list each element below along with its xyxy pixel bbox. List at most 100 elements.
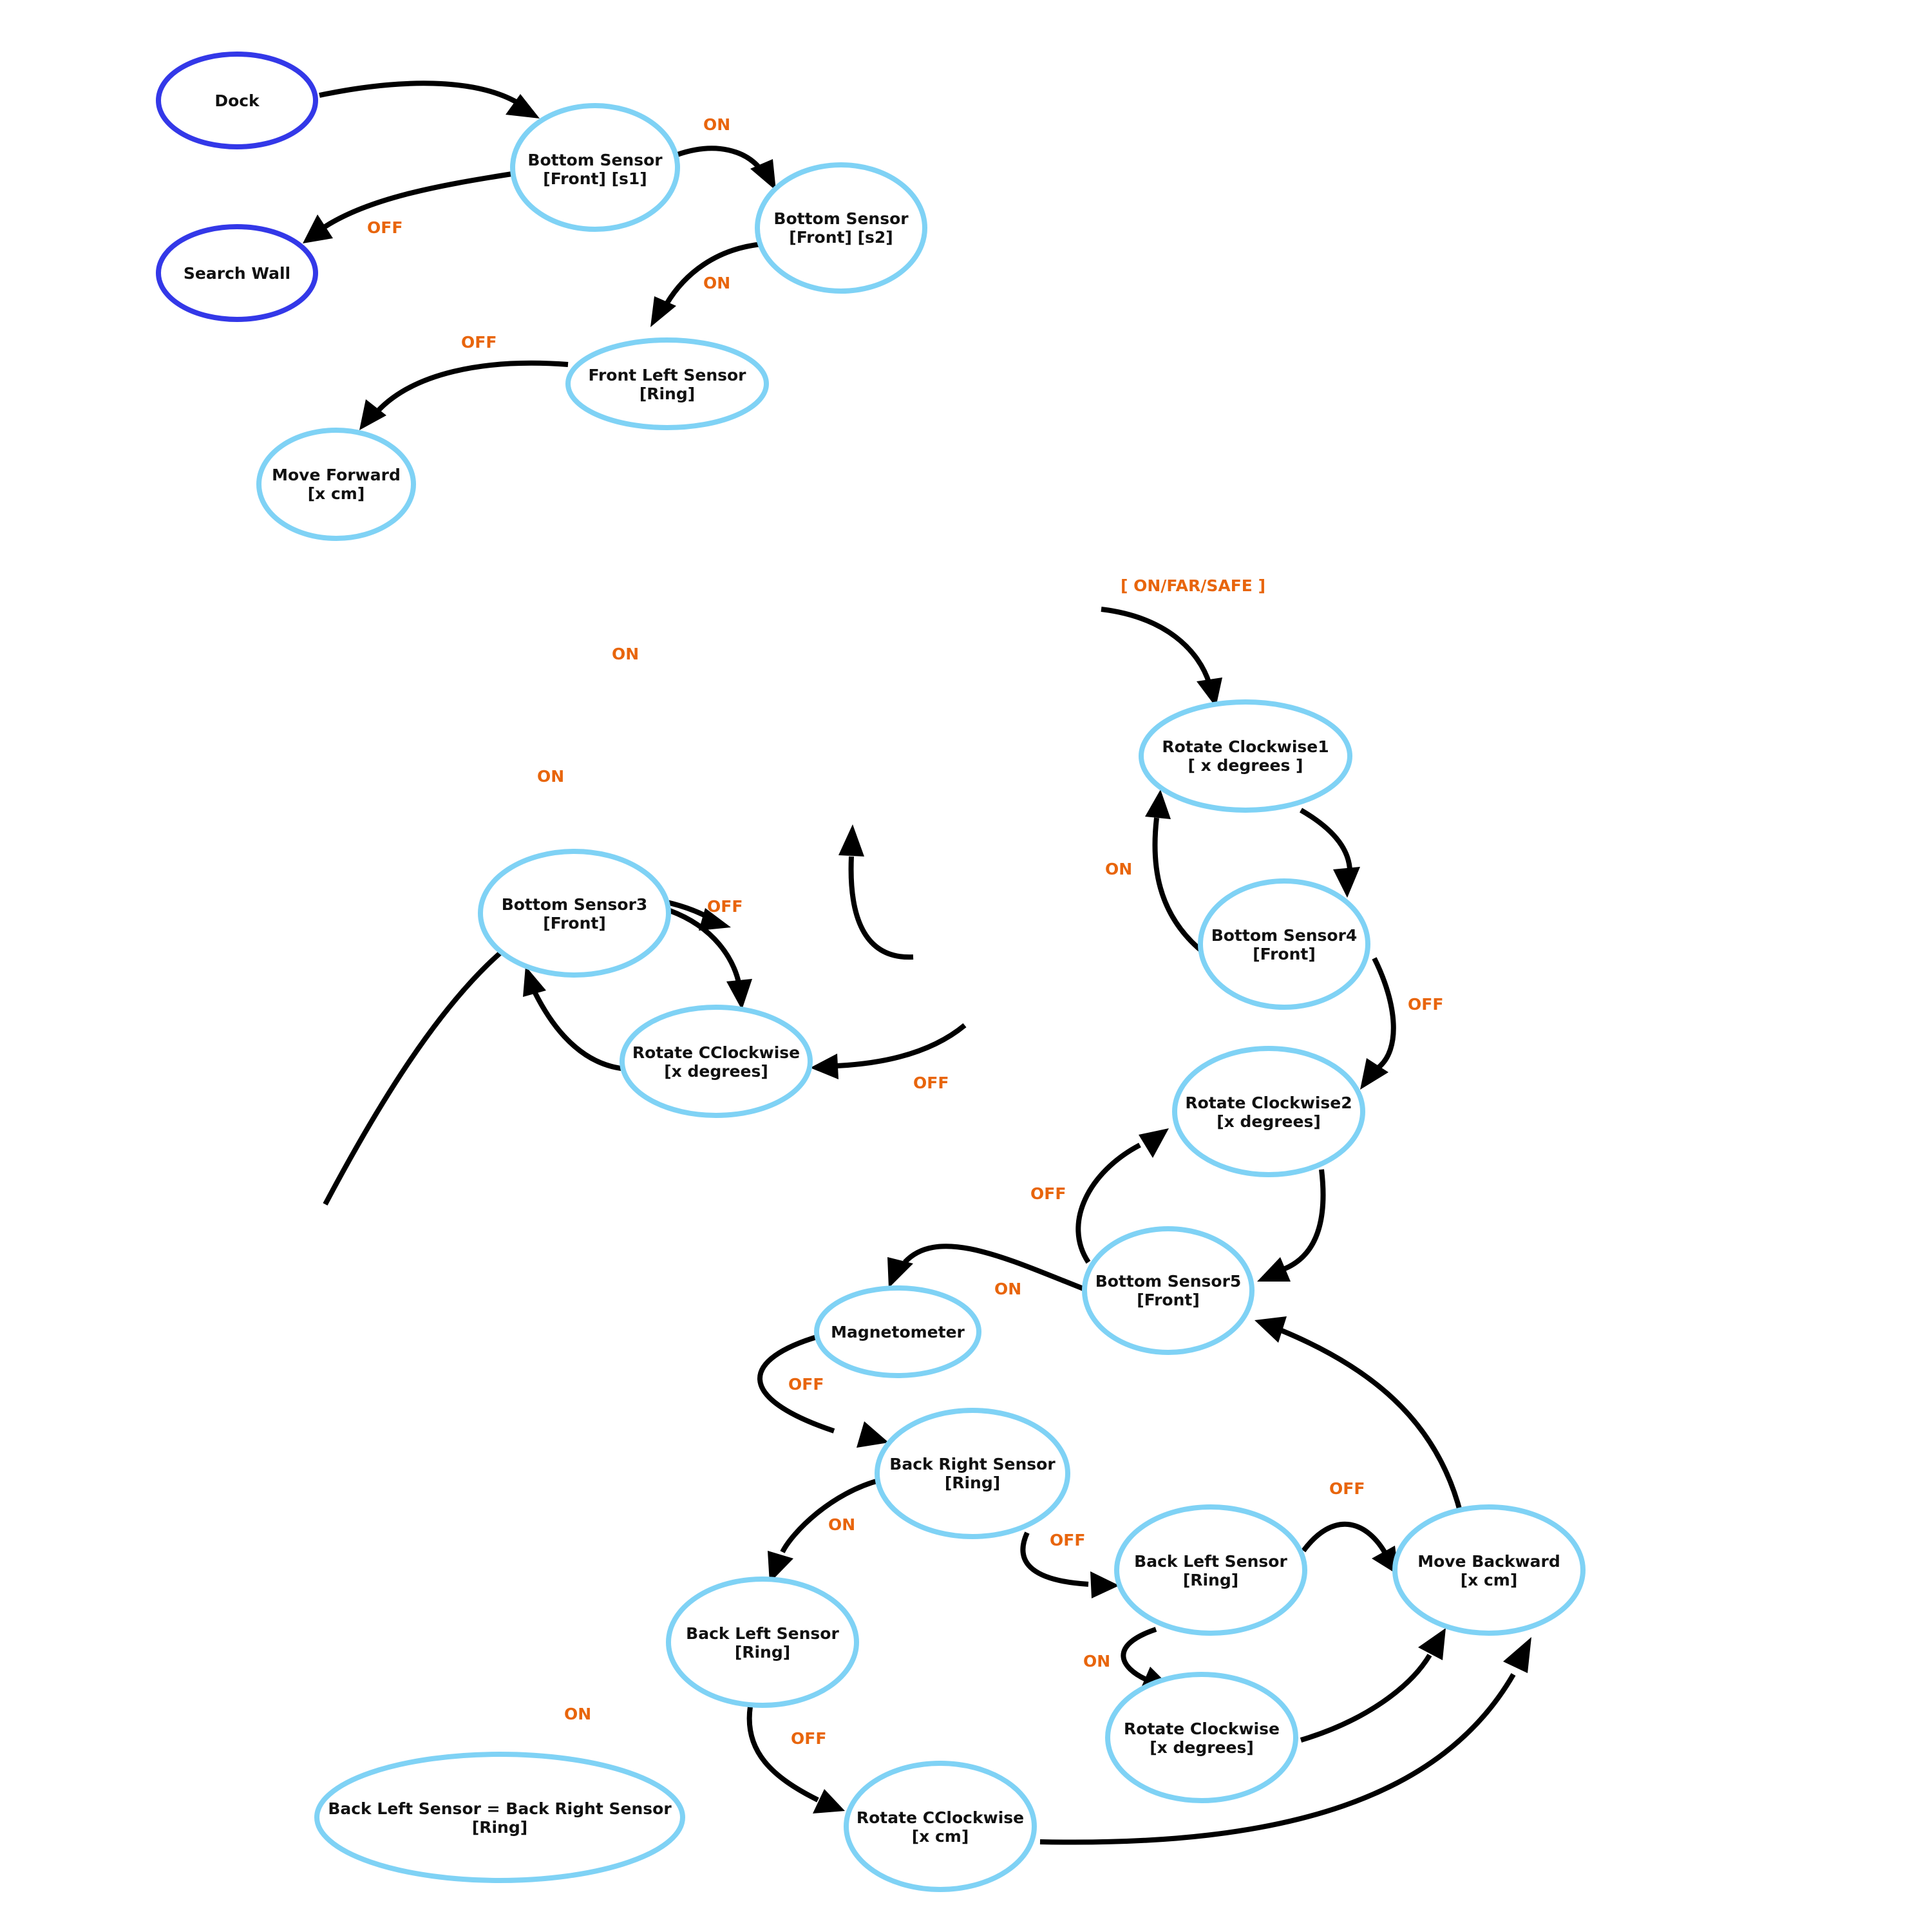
state-node-magnetometer[interactable]: Magnetometer (814, 1285, 981, 1378)
svg-text:Bottom Sensor5: Bottom Sensor5 (1095, 1272, 1242, 1291)
svg-text:[Front]: [Front] (543, 914, 606, 933)
edge-off-into-rotate-cclockwise (810, 1023, 967, 1079)
edge-magnetometer-to-back-right (757, 1333, 889, 1448)
label-on-s2-to-front-left: ON (703, 274, 730, 292)
svg-text:[Ring]: [Ring] (639, 384, 695, 403)
svg-text:[Front] [s2]: [Front] [s2] (789, 228, 893, 247)
edge-rotate-cclockwise-to-bottom-sensor3 (523, 966, 629, 1072)
edge-labels: ON OFF ON OFF [ ON/FAR/SAFE ] ON ON ON O… (367, 115, 1443, 1748)
label-on-back-right-to-back-left: ON (828, 1515, 855, 1534)
label-on-floating-3: ON (564, 1705, 591, 1723)
state-node-bottom-sensor-s1[interactable]: Bottom Sensor [Front] [s1] (510, 103, 680, 232)
state-node-rotate-clockwise-degrees[interactable]: Rotate Clockwise [x degrees] (1105, 1672, 1298, 1803)
svg-text:[Front]: [Front] (1137, 1291, 1200, 1309)
label-on-back-left-to-rotate-clockwise: ON (1083, 1652, 1110, 1671)
svg-text:Back Left Sensor: Back Left Sensor (686, 1624, 839, 1643)
svg-text:Rotate CClockwise: Rotate CClockwise (857, 1808, 1024, 1827)
state-node-bottom-sensor-s2[interactable]: Bottom Sensor [Front] [s2] (755, 162, 927, 294)
state-node-back-left-equals-back-right[interactable]: Back Left Sensor = Back Right Sensor [Ri… (314, 1752, 685, 1883)
edge-back-right-to-back-left-b (1020, 1531, 1119, 1598)
svg-text:Move Forward: Move Forward (272, 466, 401, 484)
edge-bottom-sensor-s1-to-s2 (676, 146, 776, 191)
edge-bottom-sensor-s2-to-front-left (650, 241, 772, 327)
state-node-move-backward[interactable]: Move Backward [x cm] (1392, 1504, 1586, 1636)
label-on-s1-to-s2: ON (703, 115, 730, 134)
state-node-rotate-cclockwise-degrees[interactable]: Rotate CClockwise [x degrees] (620, 1005, 813, 1118)
svg-text:Bottom Sensor3: Bottom Sensor3 (502, 895, 648, 914)
state-node-move-forward[interactable]: Move Forward [x cm] (256, 428, 416, 541)
state-node-rotate-clockwise1[interactable]: Rotate Clockwise1 [ x degrees ] (1139, 699, 1352, 813)
edge-bottom-sensor4-to-rotate-clockwise1 (1145, 790, 1206, 956)
svg-text:Rotate CClockwise: Rotate CClockwise (632, 1043, 800, 1062)
label-on-bottom-sensor5-to-magnetometer: ON (994, 1280, 1021, 1298)
label-off-bottom-sensor3: OFF (707, 897, 743, 916)
svg-text:Bottom Sensor: Bottom Sensor (527, 151, 663, 169)
state-node-front-left-sensor[interactable]: Front Left Sensor [Ring] (565, 337, 769, 430)
svg-text:[Front] [s1]: [Front] [s1] (543, 169, 647, 188)
svg-text:Rotate Clockwise1: Rotate Clockwise1 (1162, 737, 1329, 756)
svg-text:Rotate Clockwise2: Rotate Clockwise2 (1185, 1094, 1352, 1112)
edge-front-left-to-move-forward (359, 360, 569, 430)
edge-bottom-sensor-s1-to-search-wall (303, 171, 513, 243)
label-on-floating-1: ON (612, 645, 639, 663)
edge-back-left-b-to-move-backward (1301, 1522, 1399, 1575)
label-off-magnetometer-to-back-right: OFF (788, 1375, 824, 1394)
edge-dangling-upward (838, 824, 914, 960)
state-node-bottom-sensor3[interactable]: Bottom Sensor3 [Front] (478, 849, 671, 978)
label-on-bottom-sensor4-to-rotate-clockwise1: ON (1105, 860, 1132, 878)
edge-rotate-cclockwise-cm-to-move-backward (1039, 1637, 1531, 1845)
label-off-back-left-to-rotate-cclockwise: OFF (791, 1729, 826, 1748)
state-node-rotate-clockwise2[interactable]: Rotate Clockwise2 [x degrees] (1172, 1046, 1365, 1177)
edge-rotate-clockwise1-to-bottom-sensor4 (1300, 808, 1360, 898)
state-node-back-right-sensor[interactable]: Back Right Sensor [Ring] (875, 1408, 1070, 1539)
edges (303, 80, 1531, 1845)
edge-dock-to-bottom-sensor-s1 (319, 80, 540, 118)
label-off-s1-to-search-wall: OFF (367, 218, 402, 237)
svg-text:[x cm]: [x cm] (912, 1827, 969, 1846)
svg-text:[Ring]: [Ring] (945, 1473, 1000, 1492)
svg-text:[x degrees]: [x degrees] (664, 1062, 768, 1081)
state-node-bottom-sensor4[interactable]: Bottom Sensor4 [Front] (1198, 878, 1370, 1010)
label-on-far-safe: [ ON/FAR/SAFE ] (1121, 576, 1265, 595)
label-off-bottom-sensor4-to-rotate-clockwise2: OFF (1408, 995, 1443, 1014)
edge-bottom-sensor5-to-magnetometer (887, 1244, 1096, 1296)
svg-text:[Ring]: [Ring] (472, 1818, 527, 1837)
edge-rotate-clockwise2-to-bottom-sensor5 (1257, 1169, 1326, 1282)
edge-bottom-sensor4-to-rotate-clockwise2 (1360, 957, 1396, 1090)
svg-text:[x cm]: [x cm] (1461, 1571, 1518, 1589)
label-off-back-left-to-move-backward: OFF (1329, 1479, 1365, 1498)
edge-move-backward-to-bottom-sensor5 (1255, 1316, 1463, 1514)
svg-text:[x degrees]: [x degrees] (1150, 1738, 1254, 1757)
label-off-back-right-to-back-left: OFF (1050, 1531, 1085, 1549)
state-node-search-wall[interactable]: Search Wall (156, 224, 318, 322)
edge-back-right-to-back-left-a (768, 1477, 882, 1583)
label-on-floating-2: ON (537, 767, 564, 786)
label-off-into-rotate-cclockwise: OFF (913, 1074, 949, 1092)
state-node-back-left-sensor-right[interactable]: Back Left Sensor [Ring] (1114, 1504, 1307, 1636)
svg-text:Dock: Dock (214, 91, 260, 110)
svg-text:Back Right Sensor: Back Right Sensor (889, 1455, 1056, 1473)
svg-text:Rotate Clockwise: Rotate Clockwise (1124, 1719, 1280, 1738)
svg-text:[x cm]: [x cm] (308, 484, 365, 503)
svg-text:[Ring]: [Ring] (1183, 1571, 1238, 1589)
svg-text:[Ring]: [Ring] (735, 1643, 790, 1662)
svg-text:Bottom Sensor: Bottom Sensor (773, 209, 909, 228)
state-node-bottom-sensor5[interactable]: Bottom Sensor5 [Front] (1082, 1226, 1255, 1355)
svg-text:[ x degrees ]: [ x degrees ] (1188, 756, 1303, 775)
svg-text:[Front]: [Front] (1253, 945, 1316, 963)
edge-entry-to-rotate-clockwise1 (1101, 607, 1222, 707)
state-node-rotate-cclockwise-cm[interactable]: Rotate CClockwise [x cm] (844, 1761, 1037, 1892)
label-off-bottom-sensor5-to-rotate-clockwise2: OFF (1030, 1184, 1066, 1203)
svg-text:Search Wall: Search Wall (184, 264, 290, 283)
svg-text:Back Left Sensor: Back Left Sensor (1134, 1552, 1287, 1571)
nodes: Dock Search Wall Bottom Sensor [Front] [… (156, 52, 1586, 1892)
svg-text:[x degrees]: [x degrees] (1217, 1112, 1321, 1131)
state-node-dock[interactable]: Dock (156, 52, 318, 149)
label-off-front-left-to-move-forward: OFF (461, 333, 497, 352)
svg-text:Bottom Sensor4: Bottom Sensor4 (1211, 926, 1358, 945)
svg-text:Magnetometer: Magnetometer (831, 1323, 965, 1341)
svg-text:Front Left Sensor: Front Left Sensor (589, 366, 747, 384)
state-node-back-left-sensor-left[interactable]: Back Left Sensor [Ring] (666, 1577, 859, 1708)
svg-text:Back Left Sensor = Back Right: Back Left Sensor = Back Right Sensor (328, 1799, 672, 1818)
